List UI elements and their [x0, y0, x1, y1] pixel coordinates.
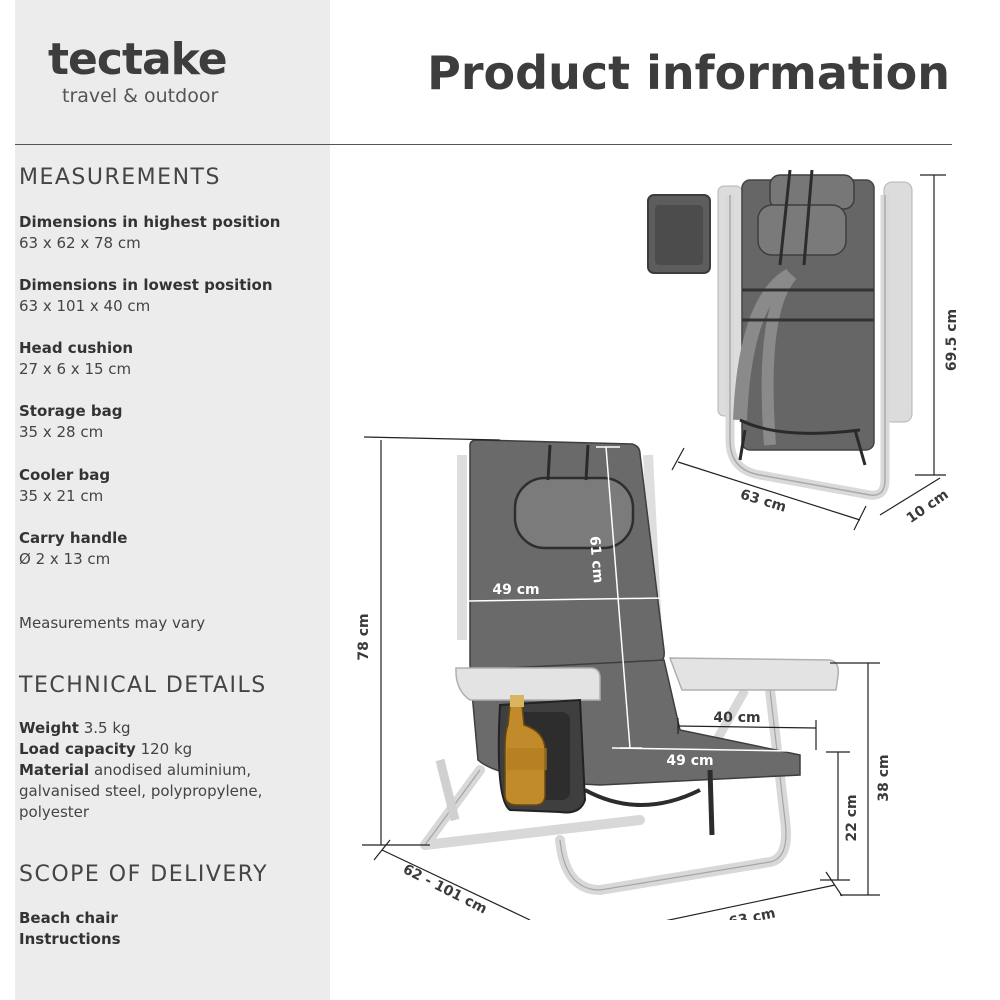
dim-folded-depth: 10 cm [904, 487, 952, 527]
dim-width: 63 cm [727, 905, 777, 920]
spec-sidebar [15, 0, 330, 1000]
load-label: Load capacity [19, 740, 136, 758]
dim-depth-range: 62 - 101 cm [400, 861, 489, 917]
dim-folded-height: 69.5 cm [944, 309, 960, 371]
spec-value: 27 x 6 x 15 cm [19, 360, 132, 378]
spec-label: Dimensions in highest position [19, 213, 281, 231]
technical-details: Weight 3.5 kg Load capacity 120 kg Mater… [19, 718, 319, 823]
brand-name: tectake [48, 34, 228, 85]
open-chair-image [420, 439, 840, 896]
dim-seat-depth: 40 cm [713, 710, 760, 726]
dim-folded-width: 63 cm [738, 487, 788, 516]
spec-value: Ø 2 x 13 cm [19, 550, 111, 568]
scope-item: Beach chair [19, 909, 118, 927]
dimension-lines [362, 174, 946, 920]
dim-seat-width: 49 cm [666, 753, 713, 769]
page-title: Product information [427, 46, 950, 100]
spec-label: Head cushion [19, 339, 134, 357]
spec-value: 63 x 62 x 78 cm [19, 234, 141, 252]
technical-heading: TECHNICAL DETAILS [19, 673, 267, 698]
weight-value: 3.5 kg [83, 719, 131, 737]
brand-tagline: travel & outdoor [62, 85, 219, 107]
spec-item: Cooler bag 35 x 21 cm [19, 465, 110, 507]
spec-label: Carry handle [19, 529, 128, 547]
load-value: 120 kg [140, 740, 193, 758]
material-value: anodised aluminium, galvanised steel, po… [19, 761, 263, 821]
spec-value: 35 x 28 cm [19, 423, 104, 441]
scope-list: Beach chair Instructions [19, 908, 121, 950]
measurements-heading: MEASUREMENTS [19, 165, 221, 190]
spec-item: Carry handle Ø 2 x 13 cm [19, 528, 127, 570]
brand-logo: tectake travel & outdoor [48, 34, 228, 108]
spec-label: Storage bag [19, 402, 123, 420]
dim-armrest-height: 38 cm [876, 754, 892, 801]
chair-illustration: 69.5 cm 63 cm 10 cm 78 cm 61 cm 49 cm 40… [356, 169, 960, 920]
spec-label: Dimensions in lowest position [19, 276, 273, 294]
spec-item: Dimensions in lowest position 63 x 101 x… [19, 275, 273, 317]
spec-value: 63 x 101 x 40 cm [19, 297, 151, 315]
material-label: Material [19, 761, 90, 779]
dim-open-height: 78 cm [356, 613, 372, 660]
header-divider [15, 144, 952, 145]
scope-item: Instructions [19, 930, 121, 948]
dim-back-height: 61 cm [586, 535, 606, 583]
dim-seat-height: 22 cm [844, 794, 860, 841]
spec-value: 35 x 21 cm [19, 487, 104, 505]
measurements-note: Measurements may vary [19, 614, 206, 632]
folded-chair-image [647, 169, 913, 500]
spec-item: Head cushion 27 x 6 x 15 cm [19, 338, 133, 380]
spec-label: Cooler bag [19, 466, 111, 484]
weight-label: Weight [19, 719, 79, 737]
spec-item: Storage bag 35 x 28 cm [19, 401, 123, 443]
scope-heading: SCOPE OF DELIVERY [19, 862, 269, 887]
dim-back-width: 49 cm [492, 582, 539, 598]
spec-item: Dimensions in highest position 63 x 62 x… [19, 212, 280, 254]
